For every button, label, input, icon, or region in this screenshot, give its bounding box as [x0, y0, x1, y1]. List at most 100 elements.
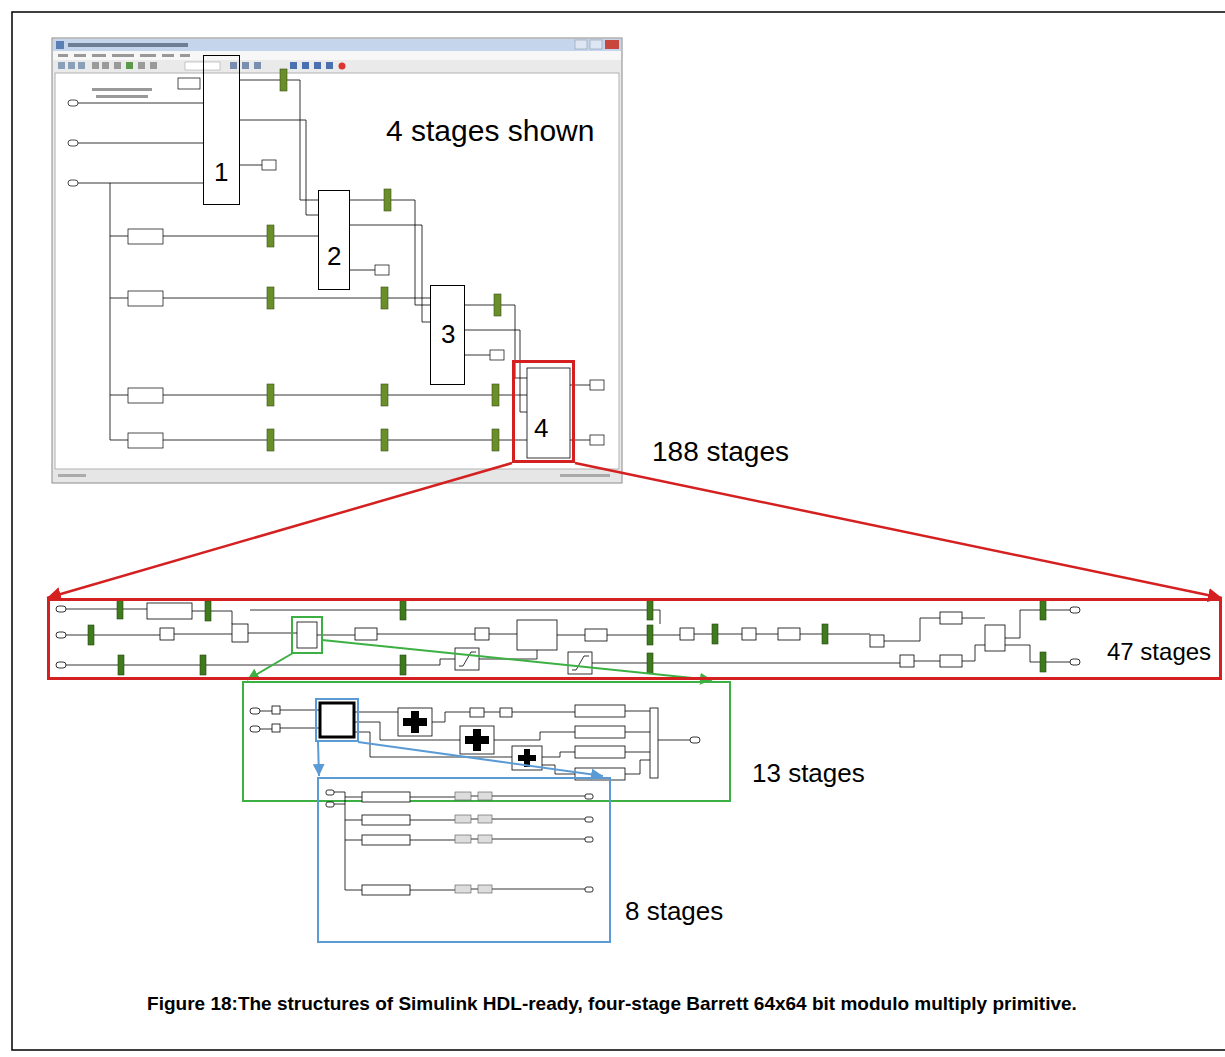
simulink-block: [778, 628, 800, 640]
pipeline-register: [280, 69, 287, 91]
zoom-panel: 47 stages: [47, 598, 1222, 680]
delay-block: [478, 792, 492, 800]
convert-block: [128, 291, 163, 306]
signal-wire: [756, 634, 778, 635]
simulink-block: [455, 648, 479, 670]
simulink-block: [575, 726, 625, 738]
delay-block: [478, 815, 492, 823]
signal-wire: [334, 804, 345, 805]
simulink-window: [58, 474, 86, 477]
simulink-window: [605, 40, 619, 49]
signal-wire: [884, 618, 940, 641]
label-holder: 4 stages shown: [386, 116, 594, 146]
zoom-panel-green: [243, 682, 730, 801]
signal-wire: [432, 712, 470, 722]
pipeline-register: [205, 601, 211, 621]
simulink-block: [56, 662, 66, 668]
zoom-panel-blue: [318, 778, 610, 942]
signal-wire: [66, 609, 147, 610]
delay-block: [478, 835, 492, 843]
plus-symbol: [518, 755, 536, 761]
signal-wire: [163, 395, 527, 396]
simulink-block: [650, 708, 658, 778]
signal-wire: [66, 635, 160, 636]
simulink-window: [575, 40, 587, 49]
signal-wire: [557, 635, 585, 636]
signal-wire: [800, 634, 870, 635]
simulink-block: [398, 708, 432, 736]
simulink-block: [568, 652, 592, 674]
delay-block: [455, 815, 471, 823]
signal-wire: [492, 839, 585, 840]
plus-symbol: [465, 736, 489, 744]
simulink-window: [314, 62, 321, 69]
pipeline-register: [117, 599, 123, 619]
delay-block: [478, 885, 492, 893]
simulink-window: [56, 41, 64, 49]
signal-wire: [471, 819, 478, 820]
signal-wire: [334, 792, 585, 890]
delay-block: [455, 885, 471, 893]
simulink-block: [250, 705, 700, 780]
signal-wire: [345, 840, 362, 841]
simulink-block: [362, 885, 410, 895]
signal-wire: [489, 634, 517, 635]
signal-wire: [962, 618, 985, 619]
signal-wire: [494, 732, 575, 740]
signal-wire: [110, 183, 111, 440]
simulink-block: [585, 887, 593, 892]
port-symbol: [68, 100, 78, 106]
simulink-window: [78, 62, 85, 69]
pipeline-register: [1040, 600, 1046, 620]
pipeline-register: [712, 624, 718, 644]
pipeline-register: [381, 429, 388, 451]
signal-wire: [110, 440, 128, 441]
signal-wire: [240, 120, 318, 215]
simulink-window: [150, 62, 157, 69]
signal-wire: [625, 760, 650, 774]
port-symbol: [68, 100, 78, 186]
signal-wire: [465, 330, 527, 412]
signal-wire: [410, 797, 455, 798]
pipeline-register: [492, 429, 499, 451]
pipeline-register: [88, 625, 94, 645]
signal-wire: [110, 298, 128, 299]
pipeline-register: [267, 429, 274, 451]
simulink-block: [1070, 659, 1080, 665]
simulink-block: [517, 620, 557, 650]
signal-wire: [260, 729, 272, 730]
signal-wire: [345, 792, 346, 890]
terminator-block: [590, 435, 604, 445]
pipeline-register: [200, 655, 206, 675]
convert-block: [128, 388, 163, 403]
signal-wire: [542, 752, 575, 757]
figure-frame: [12, 12, 1225, 1050]
pipeline-register: [492, 384, 499, 406]
simulink-window: [302, 62, 309, 69]
zoom-arrow: [318, 742, 603, 776]
pipeline-register: [822, 624, 828, 644]
subsystem-block-body: [527, 368, 570, 458]
signal-wire: [410, 840, 455, 841]
stage-count-label: 13 stages: [752, 760, 865, 786]
pipeline-register: [267, 384, 274, 406]
simulink-block: [585, 837, 593, 842]
pipeline-register: [384, 189, 391, 211]
simulink-block: [355, 628, 377, 640]
stage-label: 3: [441, 321, 455, 347]
zoom-panel-blue: [318, 778, 610, 942]
caption-holder: Figure 18:The structures of Simulink HDL…: [72, 992, 1152, 1016]
signal-wire: [345, 797, 362, 798]
simulink-block: [297, 622, 317, 648]
simulink-block: [575, 746, 625, 758]
simulink-block: [272, 706, 280, 714]
simulink-window: [52, 38, 622, 483]
simulink-window: [114, 62, 121, 69]
terminator-block: [490, 350, 504, 360]
simulink-window: [326, 62, 333, 69]
signal-wire: [465, 355, 490, 356]
simulink-block: [475, 628, 489, 640]
subsystem-block: 3: [430, 285, 465, 385]
simulink-window: [92, 54, 106, 57]
